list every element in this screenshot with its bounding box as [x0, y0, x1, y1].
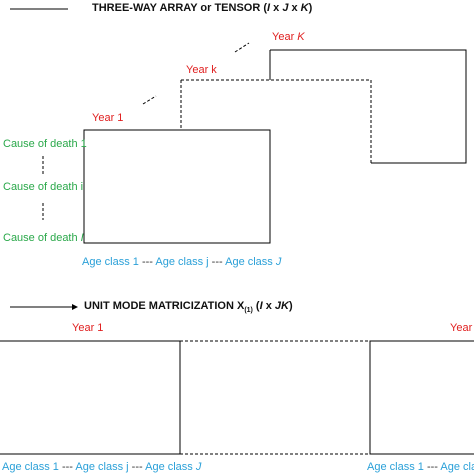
- matrix-age-left-last-letter: J: [195, 461, 202, 473]
- year-K-prefix: Year: [272, 31, 298, 43]
- matricization-title: UNIT MODE MATRICIZATION X(1) (I x JK): [84, 300, 293, 314]
- matrix-age-row-left: Age class 1 --- Age class j --- Age clas…: [2, 461, 201, 473]
- arrow-head-2: [72, 304, 78, 310]
- year-k-label: Year k: [186, 64, 217, 76]
- cause-middle: Cause of death i: [3, 181, 84, 193]
- age-last: Age class J: [225, 256, 281, 268]
- tensor-title-k: K: [300, 2, 309, 14]
- matricization-title-suffix: ): [288, 300, 293, 312]
- tensor-title-suffix: ): [308, 2, 313, 14]
- panel-year-k: [180, 79, 372, 163]
- panel-year-1: [83, 129, 271, 244]
- tensor-title-x2: x: [288, 2, 301, 14]
- matrix-age-right-sep-1: ---: [426, 461, 438, 473]
- matrix-year-K-label: Year: [450, 322, 473, 334]
- tensor-title-prefix: THREE-WAY ARRAY or TENSOR (: [92, 2, 268, 14]
- age-middle: Age class j: [155, 256, 209, 268]
- tensor-title-j: J: [282, 2, 289, 14]
- matricization-title-mid: (: [252, 300, 260, 312]
- matrix-age-left-middle: Age class j: [75, 461, 129, 473]
- matrix-age-right-first: Age class 1: [367, 461, 424, 473]
- matrix-age-left-last: Age class J: [145, 461, 201, 473]
- age-row-1: Age class 1 --- Age class j --- Age clas…: [82, 256, 281, 268]
- matricization-title-prefix: UNIT MODE MATRICIZATION X: [84, 300, 245, 312]
- age-sep-2: ---: [211, 256, 223, 268]
- diagonal-mark-1: [142, 95, 157, 105]
- cause-first: Cause of death 1: [3, 138, 87, 150]
- age-last-letter: J: [275, 256, 282, 268]
- cause-last: Cause of death I: [3, 232, 84, 244]
- tensor-title: THREE-WAY ARRAY or TENSOR (I x J x K): [92, 2, 312, 14]
- matricization-title-i: I: [259, 300, 263, 312]
- cause-last-letter: I: [80, 232, 84, 244]
- matrix-block-1: [0, 340, 181, 455]
- age-first: Age class 1: [82, 256, 139, 268]
- matrix-age-left-sep-2: ---: [131, 461, 143, 473]
- matrix-age-row-right: Age class 1 --- Age class j: [367, 461, 474, 473]
- tensor-title-i: I: [267, 2, 271, 14]
- matrix-age-left-sep-1: ---: [61, 461, 73, 473]
- year-K-label: Year K: [272, 31, 305, 43]
- matricization-title-jk: JK: [274, 300, 289, 312]
- matrix-block-K: [369, 340, 474, 455]
- matrix-age-right-middle: Age class j: [440, 461, 474, 473]
- panel-year-K: [270, 49, 467, 164]
- tensor-title-x1: x: [270, 2, 283, 14]
- diagonal-mark-2: [234, 42, 250, 53]
- matrix-age-left-first: Age class 1: [2, 461, 59, 473]
- matrix-age-left-last-prefix: Age class: [145, 461, 196, 473]
- matrix-year-1-label: Year 1: [72, 322, 104, 334]
- matricization-title-x: x: [262, 300, 275, 312]
- matricization-title-sub: (1): [244, 307, 253, 315]
- cause-last-prefix: Cause of death: [3, 232, 81, 244]
- age-sep-1: ---: [141, 256, 153, 268]
- age-last-prefix: Age class: [225, 256, 276, 268]
- year-1-label: Year 1: [92, 112, 124, 124]
- year-K-letter: K: [297, 31, 305, 43]
